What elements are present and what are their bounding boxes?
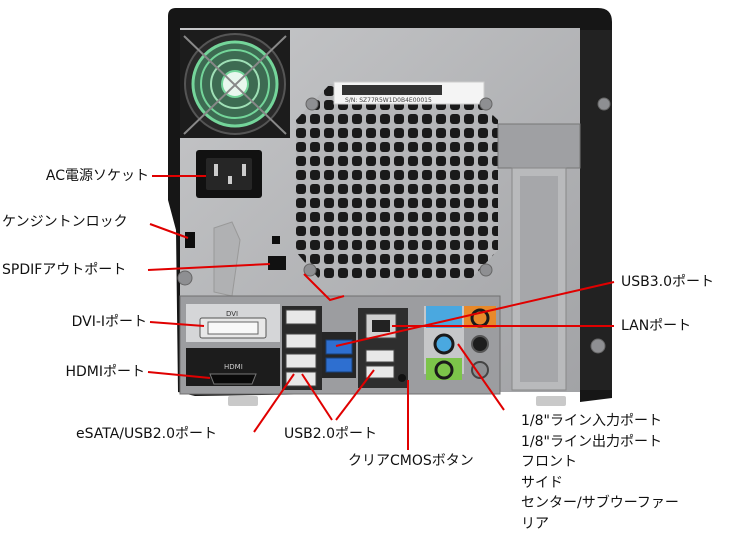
label-audio-side: サイド	[521, 474, 563, 491]
hdmi-port: HDMI	[209, 363, 257, 385]
ac-socket	[196, 150, 262, 198]
label-audio-line-in: 1/8"ライン入力ポート	[521, 413, 662, 429]
callout-line-usb3	[335, 281, 615, 347]
usb-esata-stack	[282, 306, 322, 390]
audio-jack-block	[424, 306, 496, 380]
label-lan: LANポート	[621, 318, 692, 334]
label-audio-line-out: 1/8"ライン出力ポート	[521, 433, 662, 450]
svg-text:S/N: SZ77R5W1D0B4E00015: S/N: SZ77R5W1D0B4E00015	[345, 97, 432, 104]
label-audio-front: フロント	[521, 454, 577, 470]
usb3-ports	[322, 332, 356, 378]
screw-icons	[177, 97, 611, 354]
callout-line-usb2-b	[335, 369, 375, 421]
callout-line-spdif	[147, 263, 271, 271]
label-audio-rear: リア	[521, 515, 549, 532]
callout-line-dvi	[149, 321, 205, 327]
label-audio-center-sub: センター/サブウーファー	[521, 495, 679, 511]
label-dvi-i: DVI-Iポート	[71, 314, 147, 330]
kensington-lock-slot	[185, 232, 195, 248]
lan-usb2-stack	[358, 308, 408, 388]
callout-line-hdmi	[147, 371, 211, 379]
vent-grid	[296, 84, 498, 280]
label-usb3: USB3.0ポート	[621, 274, 715, 290]
callout-line-usb3-top	[303, 273, 345, 302]
callout-line-kensington	[149, 223, 189, 239]
label-clear-cmos: クリアCMOSボタン	[348, 453, 474, 469]
callout-line-usb2-a	[301, 373, 333, 421]
label-spdif-out: SPDIFアウトポート	[2, 262, 127, 278]
label-esata-usb2: eSATA/USB2.0ポート	[76, 426, 218, 442]
dvi-port: DVI	[199, 310, 267, 339]
expansion-slot-bracket	[497, 123, 581, 391]
callout-line-audio	[457, 343, 505, 411]
spdif-port	[268, 236, 286, 270]
barcode-sticker: S/N: SZ77R5W1D0B4E00015	[333, 81, 485, 105]
callout-lines	[147, 175, 615, 450]
fan-icon	[180, 30, 290, 138]
label-usb2: USB2.0ポート	[284, 426, 378, 442]
label-audio-list: 1/8"ライン入力ポート 1/8"ライン出力ポート フロント サイド センター/…	[521, 411, 679, 534]
case-feet	[228, 396, 566, 406]
label-hdmi: HDMIポート	[65, 364, 145, 380]
callout-line-esata	[253, 373, 295, 433]
svg-text:DVI: DVI	[226, 310, 238, 318]
panel-emboss	[213, 221, 241, 297]
svg-text:HDMI: HDMI	[224, 363, 243, 371]
label-ac-socket: AC電源ソケット	[45, 168, 149, 184]
label-kensington-lock: ケンジントンロック	[2, 214, 128, 230]
